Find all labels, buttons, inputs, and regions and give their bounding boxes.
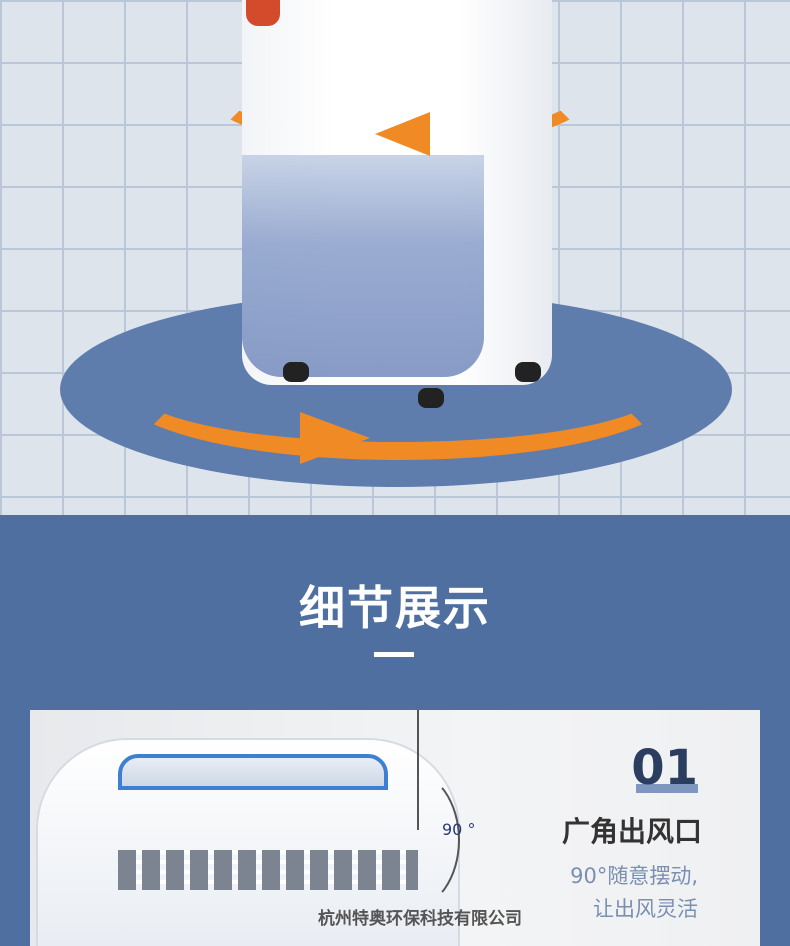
section-title: 细节展示 xyxy=(299,581,491,635)
wheel xyxy=(283,362,309,382)
feature-desc-line1: 90°随意摆动, xyxy=(570,864,698,888)
control-panel xyxy=(118,754,388,790)
number-underline xyxy=(636,784,698,793)
angle-arc xyxy=(360,770,460,910)
product-hero-image xyxy=(0,0,790,515)
company-watermark: 杭州特奥环保科技有限公司 xyxy=(318,909,522,929)
feature-desc-line2: 让出风灵活 xyxy=(593,897,698,921)
badge-icon xyxy=(246,0,280,26)
wheel xyxy=(515,362,541,382)
wheel xyxy=(418,388,444,408)
rotation-arrow-front xyxy=(118,320,678,460)
arrow-head-icon xyxy=(375,112,430,156)
feature-number: 01 xyxy=(631,740,698,796)
arrow-head-icon xyxy=(300,412,370,464)
feature-title: 广角出风口 xyxy=(561,815,702,848)
feature-card: 90 ° 01 广角出风口 90°随意摆动, 让出风灵活 xyxy=(30,710,760,946)
title-divider xyxy=(374,652,414,657)
water-tank xyxy=(242,155,484,377)
angle-label: 90 ° xyxy=(442,820,476,839)
dehumidifier xyxy=(242,0,552,385)
